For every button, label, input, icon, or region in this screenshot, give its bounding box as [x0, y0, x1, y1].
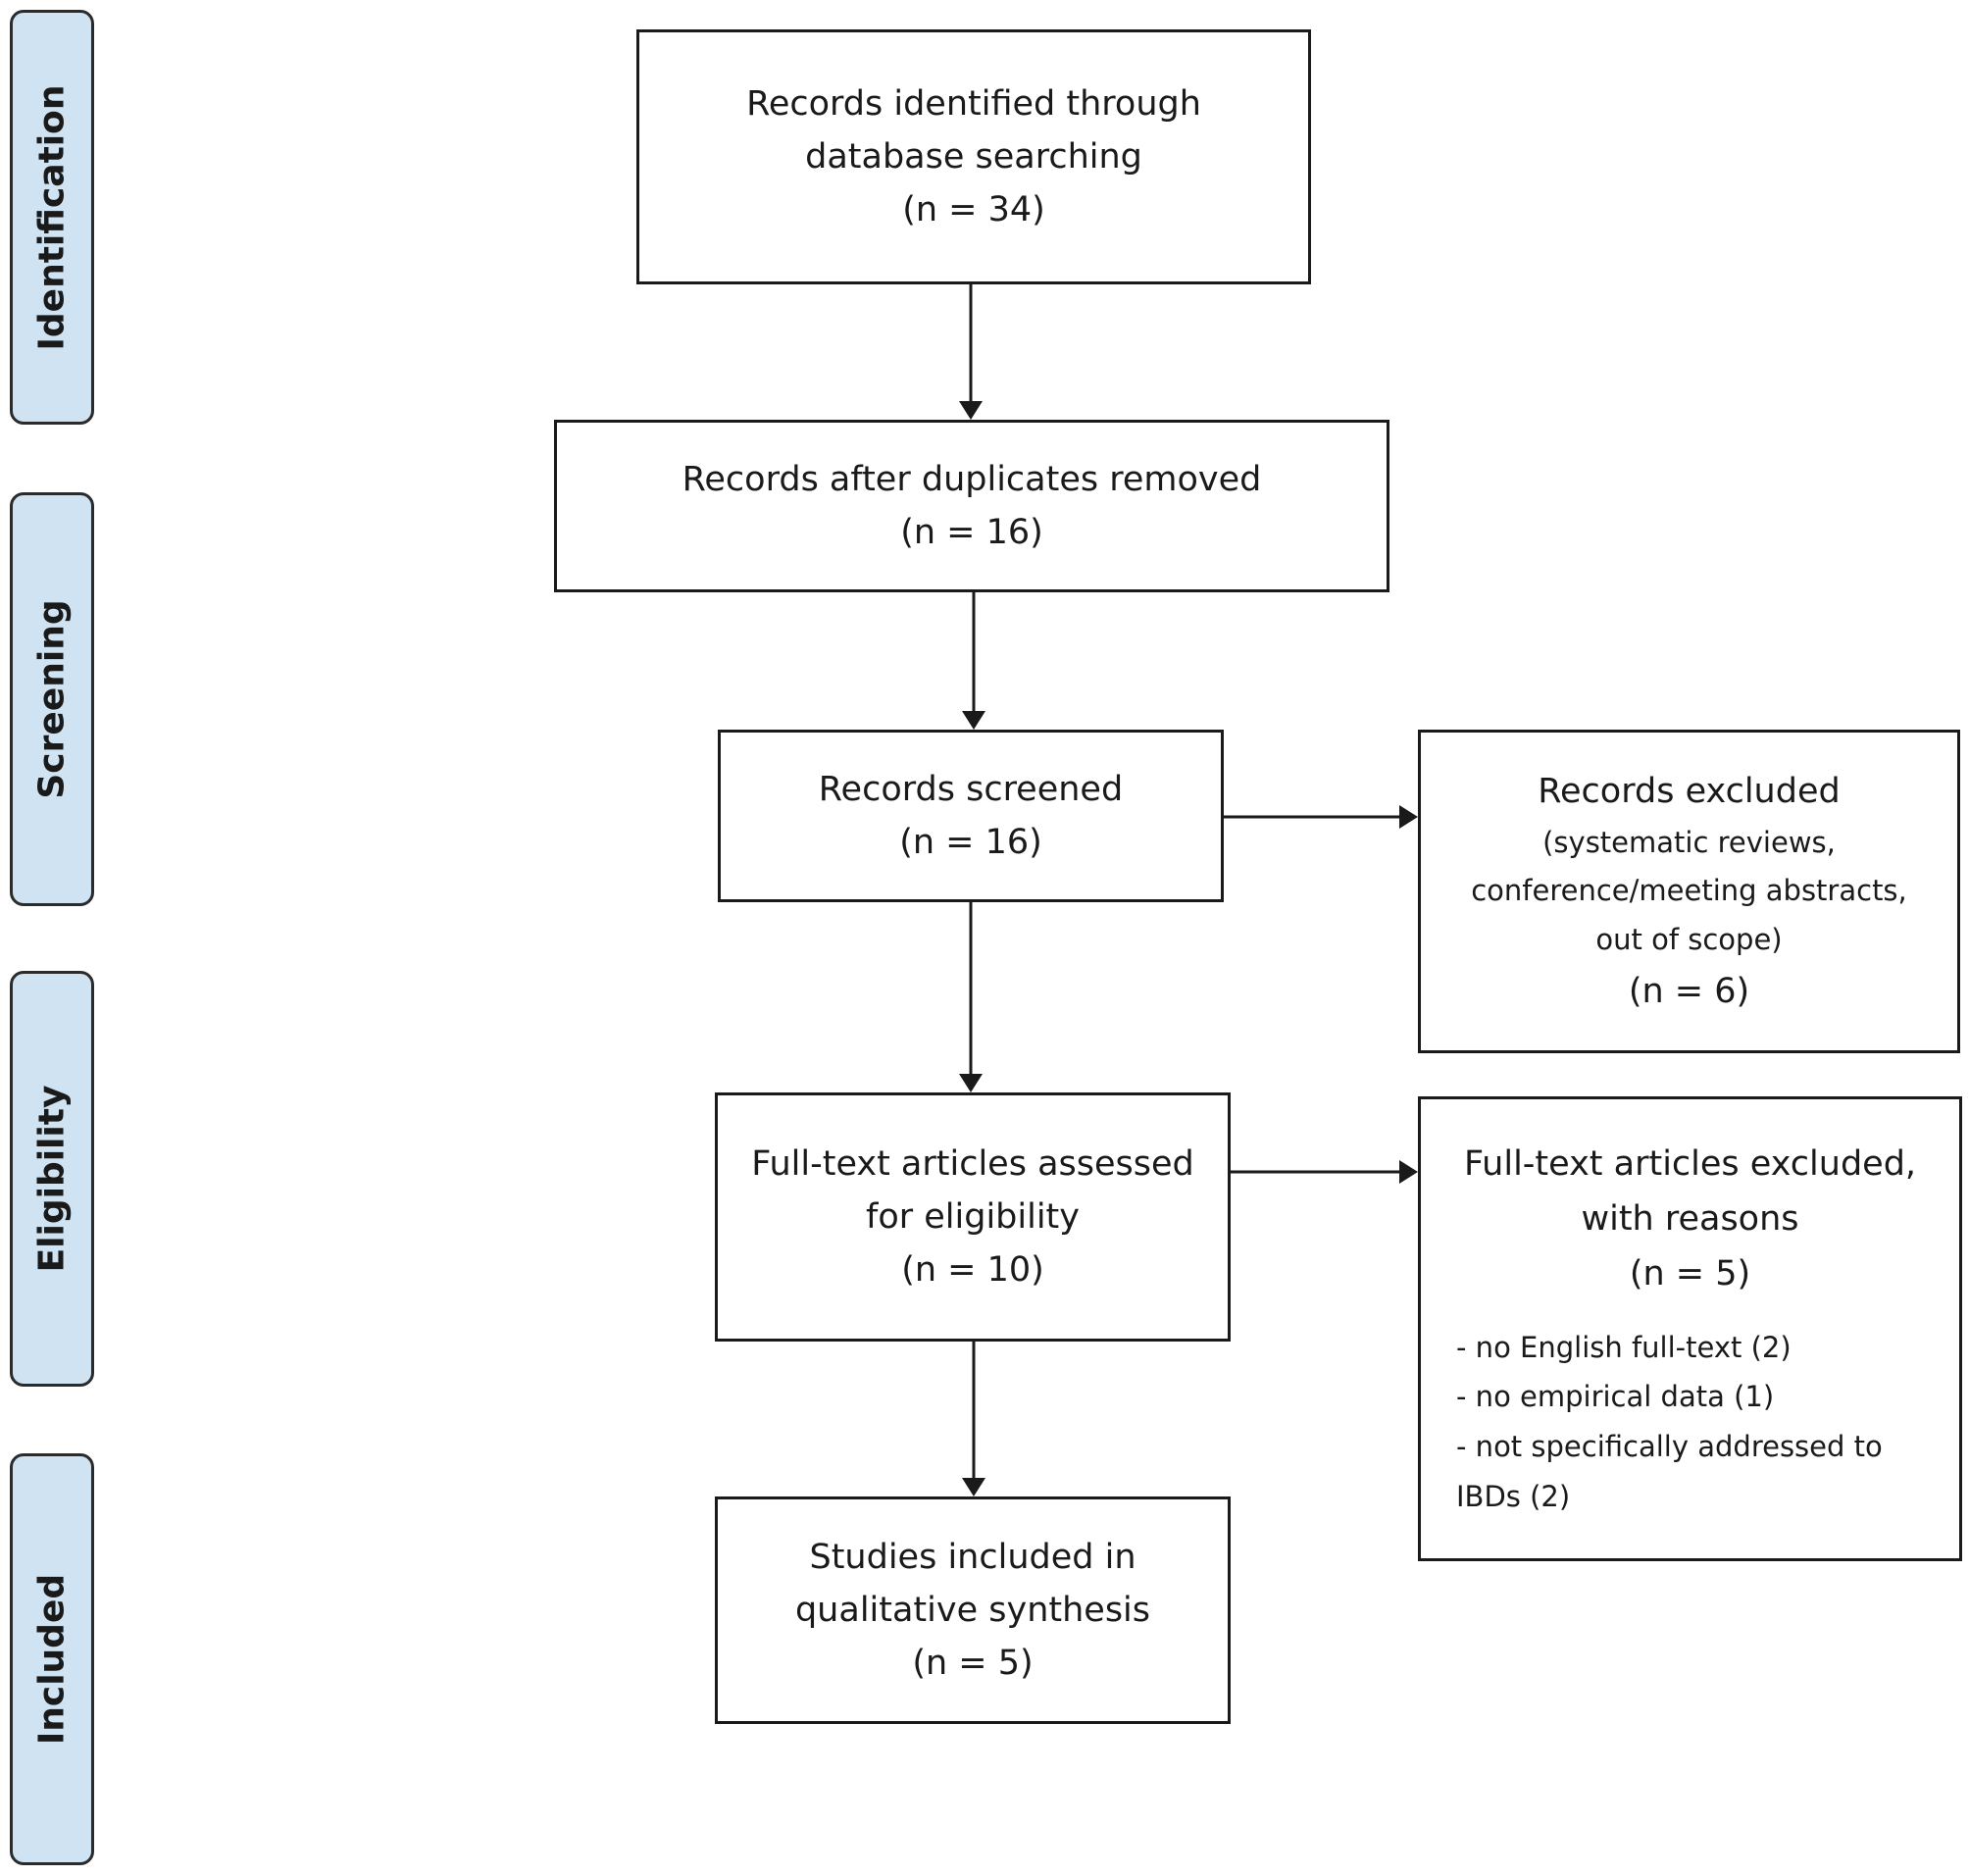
stage-eligibility: Eligibility — [10, 971, 94, 1387]
arrowhead-fulltext — [959, 1074, 983, 1092]
fulltext-excluded-line2: with reasons — [1581, 1198, 1799, 1239]
arrowhead-included — [962, 1478, 985, 1496]
identified-line2: database searching — [805, 136, 1142, 177]
box-fulltext-assessed: Full-text articles assessed for eligibil… — [715, 1092, 1231, 1342]
box-records-after-duplicates: Records after duplicates removed (n = 16… — [554, 420, 1389, 592]
box-fulltext-excluded: Full-text articles excluded, with reason… — [1418, 1096, 1962, 1561]
identified-count: (n = 34) — [902, 190, 1045, 230]
included-count: (n = 5) — [912, 1644, 1034, 1684]
stage-screening: Screening — [10, 492, 94, 906]
identified-line1: Records identified through — [746, 83, 1201, 124]
box-records-excluded: Records excluded (systematic reviews, co… — [1418, 730, 1960, 1053]
reason-item: IBDs (2) — [1456, 1479, 1571, 1513]
box-records-screened: Records screened (n = 16) — [718, 730, 1224, 902]
box-studies-included: Studies included in qualitative synthesi… — [715, 1496, 1231, 1724]
screened-count: (n = 16) — [899, 823, 1042, 862]
screened-line1: Records screened — [818, 769, 1124, 809]
excluded-count: (n = 6) — [1628, 971, 1750, 1011]
excluded-line2: conference/meeting abstracts, — [1471, 874, 1907, 908]
dedup-count: (n = 16) — [900, 513, 1043, 552]
fulltext-excluded-line1: Full-text articles excluded, — [1463, 1143, 1917, 1184]
arrowhead-fulltext-excluded — [1399, 1160, 1418, 1184]
fulltext-line2: for eligibility — [866, 1196, 1080, 1237]
stage-included: Included — [10, 1453, 94, 1865]
reason-item: - no English full-text (2) — [1456, 1330, 1792, 1364]
fulltext-count: (n = 10) — [901, 1250, 1044, 1291]
excluded-line1: (systematic reviews, — [1542, 826, 1836, 860]
arrowhead-dedup — [959, 401, 983, 420]
reason-item: - no empirical data (1) — [1456, 1380, 1775, 1414]
included-line1: Studies included in — [809, 1537, 1136, 1577]
arrowhead-excluded — [1399, 805, 1418, 829]
included-line2: qualitative synthesis — [794, 1590, 1151, 1630]
arrowhead-screened — [962, 711, 985, 730]
fulltext-excluded-count: (n = 5) — [1629, 1253, 1751, 1293]
excluded-line3: out of scope) — [1595, 922, 1783, 956]
reason-item: - not specifically addressed to — [1456, 1430, 1883, 1463]
excluded-title: Records excluded — [1538, 772, 1841, 812]
dedup-line1: Records after duplicates removed — [682, 459, 1262, 499]
fulltext-line1: Full-text articles assessed — [751, 1143, 1194, 1184]
box-records-identified: Records identified through database sear… — [636, 29, 1311, 284]
stage-identification: Identification — [10, 10, 94, 425]
exclusion-reasons-list: - no English full-text (2) - no empirica… — [1421, 1323, 1959, 1522]
